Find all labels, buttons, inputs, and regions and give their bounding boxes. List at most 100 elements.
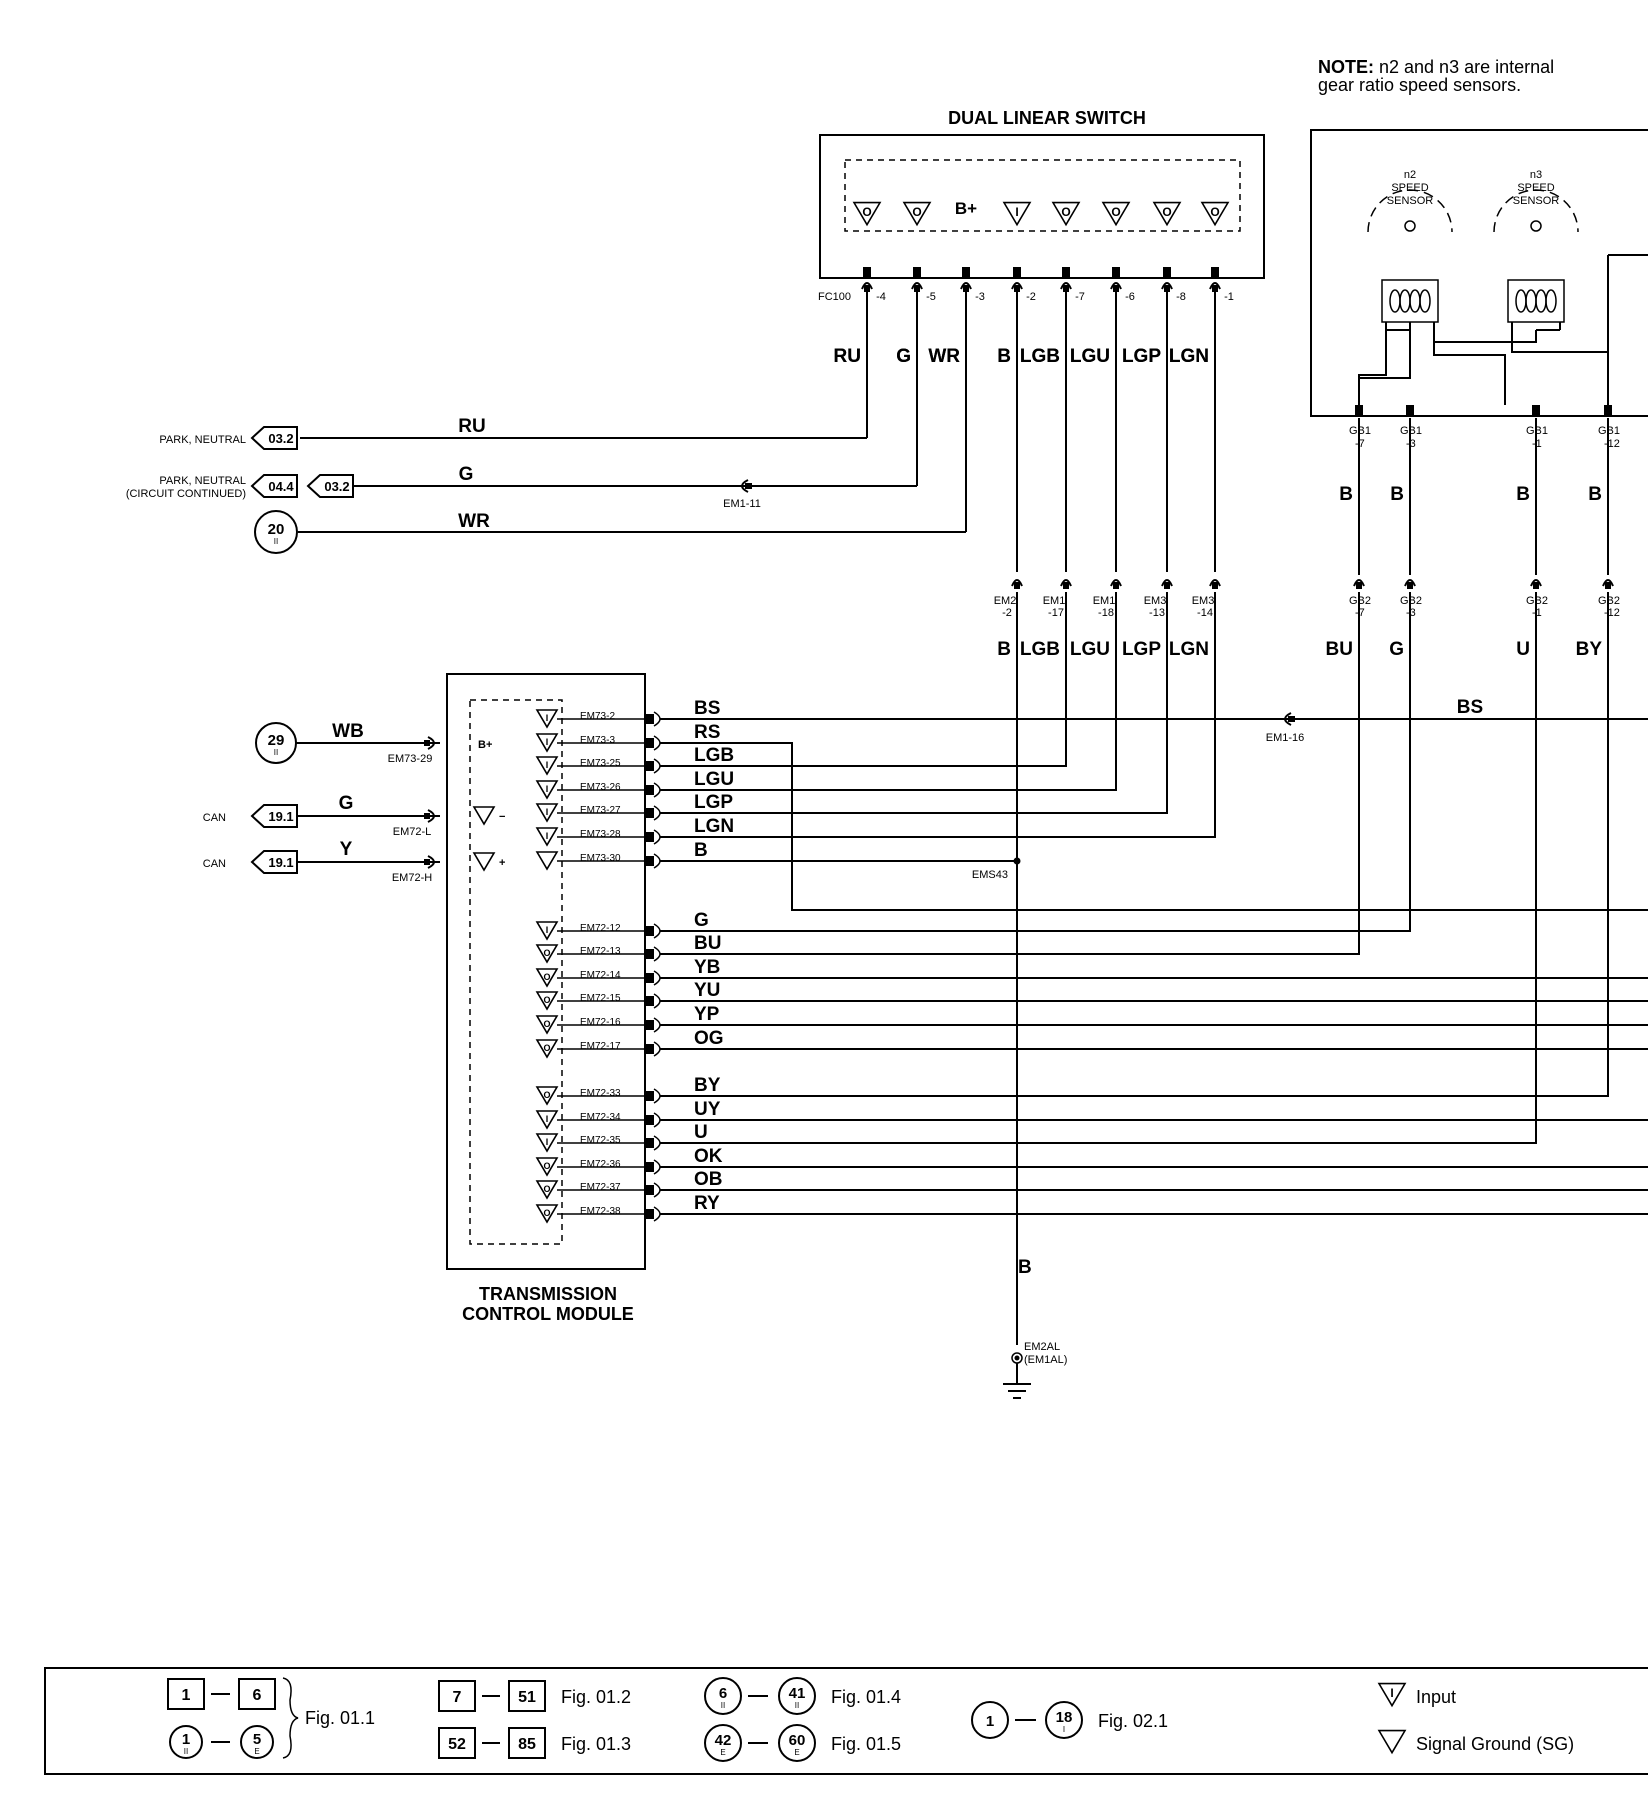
gb1-pin: -3 [1406, 438, 1416, 450]
circle-reference-ring [778, 1677, 816, 1715]
tcm-wire-color: LGU [694, 769, 734, 790]
socket-pin [1164, 582, 1170, 589]
inline-connector-pin: -18 [1098, 607, 1114, 619]
tcm-pin-label: EM72-16 [580, 1017, 621, 1028]
legend-fig: Fig. 01.4 [831, 1687, 901, 1707]
triangle-shape [1200, 201, 1230, 227]
triangle-letter: O [862, 205, 871, 219]
triangle-shape [535, 851, 559, 871]
triangle-shape [535, 968, 559, 988]
tcm-socket [653, 1112, 661, 1128]
tcm-socket [653, 946, 661, 962]
triangle-letter: O [543, 972, 550, 982]
triangle-letter: I [1390, 1686, 1393, 1700]
tcm-socket [653, 1017, 661, 1033]
note-text: NOTE: n2 and n3 are internal [1318, 57, 1554, 77]
gb1-pin [1406, 405, 1414, 415]
tcm-pin-symbol: O [535, 991, 559, 1011]
socket-arc [1284, 712, 1292, 726]
tcm-pin-label: EM72-13 [580, 946, 621, 957]
gb1-wire-color: B [1390, 484, 1404, 505]
socket-arc [1110, 282, 1122, 290]
socket-arc [1110, 579, 1122, 587]
inline-socket [1060, 579, 1072, 589]
tcm-pin-label: EM72-15 [580, 993, 621, 1004]
switch-terminal-symbol: O [902, 201, 932, 227]
inline-socket [1209, 579, 1221, 589]
legend-sq: 52 [438, 1727, 476, 1759]
square-reference-text: 52 [448, 1736, 466, 1753]
square-reference-box [438, 1727, 476, 1759]
gb2-wire-color: U [1516, 639, 1530, 660]
tcm-socket [653, 1135, 661, 1151]
ru-label: RU [458, 416, 485, 437]
reference-tag-text: 19.1 [268, 855, 293, 870]
tcm-wire-color: LGP [694, 792, 733, 813]
reference-tag-shape [306, 474, 354, 498]
n3-speed-sensor-coil-turn [1525, 289, 1537, 313]
wb-label: WB [332, 721, 364, 742]
fc100-pin-number: -4 [876, 291, 886, 303]
circuit-continued-label: (CIRCUIT CONTINUED) [126, 488, 246, 500]
switch-pin [913, 267, 921, 277]
triangle-shape [535, 709, 559, 729]
legend-circle: 1II [169, 1725, 203, 1759]
socket-arc [1161, 282, 1173, 290]
triangle-shape [535, 733, 559, 753]
gb2-socket [1602, 579, 1614, 589]
fc100-pin-number: -2 [1026, 291, 1036, 303]
reference-tag-shape [250, 804, 298, 828]
tcm-pin [646, 949, 654, 959]
triangle-shape [472, 852, 496, 872]
triangle-letter: I [546, 1114, 549, 1124]
tcm-pin-symbol: O [535, 944, 559, 964]
dual-linear-switch-box [819, 134, 1265, 279]
tcm-socket [653, 805, 661, 821]
ems43-splice-dot [1013, 857, 1021, 865]
em1-16-label: EM1-16 [1266, 732, 1305, 744]
socket-pin [1288, 716, 1295, 722]
reference-tag-text: 03.2 [268, 431, 293, 446]
square-reference-text: 85 [518, 1736, 536, 1753]
fc100-pin-number: -7 [1075, 291, 1085, 303]
tcm-socket [653, 993, 661, 1009]
circle-reference-number: 1 [182, 1731, 190, 1748]
switch-wire-color: LGP [1122, 346, 1161, 367]
triangle-shape [535, 1039, 559, 1059]
circle-reference-ring [255, 722, 297, 764]
n3-speed-sensor-reluctor [1493, 189, 1579, 233]
tcm-pin [646, 1209, 654, 1219]
n3-speed-sensor-coil-turn [1545, 289, 1557, 313]
gb1-wire-color: B [1588, 484, 1602, 505]
triangle-letter: O [1162, 205, 1171, 219]
tcm-pin [646, 1091, 654, 1101]
circle-reference-sub: II [721, 1701, 725, 1710]
inline-wire-color: LGB [1020, 639, 1060, 660]
socket-pin [1212, 582, 1218, 589]
tcm-pin-symbol: I [535, 921, 559, 941]
dual-linear-switch-inner [844, 159, 1241, 232]
switch-terminal-symbol: I [1002, 201, 1032, 227]
can-pin-label: EM72-H [392, 872, 432, 884]
can-socket [424, 809, 435, 823]
tcm-wire-color: LGB [694, 745, 734, 766]
triangle-letter: O [1061, 205, 1070, 219]
lgu-wire [660, 700, 1117, 791]
tcm-socket [653, 1088, 661, 1104]
inline-wire-color: B [997, 639, 1011, 660]
square-reference-box [438, 1680, 476, 1712]
can-wire-color: Y [340, 839, 353, 860]
ref-03-2-b: 03.2 [306, 474, 354, 498]
inline-socket [1110, 579, 1122, 589]
socket-arc [427, 736, 435, 750]
n2-speed-sensor-coil-box [1381, 279, 1439, 323]
gb2-pin: -3 [1406, 607, 1416, 619]
triangle-shape [535, 991, 559, 1011]
tcm-wire-color: B [694, 840, 708, 861]
square-reference-text: 1 [182, 1687, 191, 1704]
legend-fig: Fig. 02.1 [1098, 1711, 1168, 1731]
tcm-pin-label: EM73-28 [580, 829, 621, 840]
tcm-wire-color: OB [694, 1169, 723, 1190]
ground-point-ring [1011, 1352, 1023, 1364]
